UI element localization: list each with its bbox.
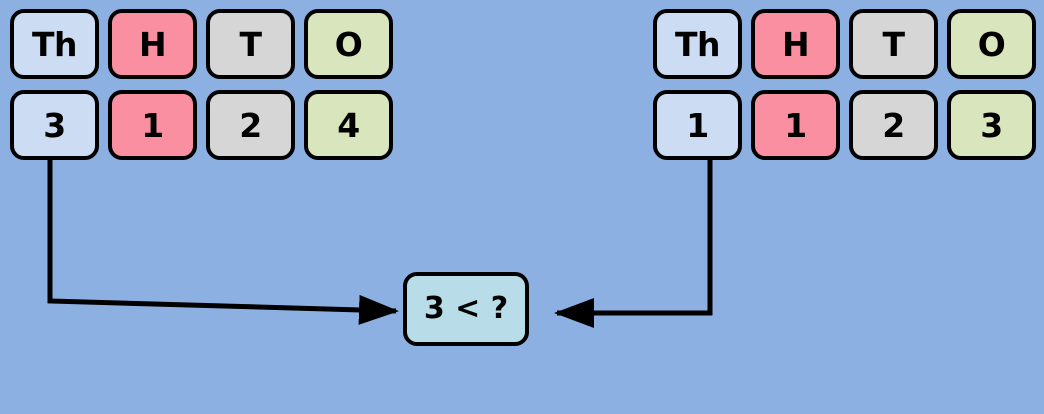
left-digit-hundreds[interactable]: 1 — [108, 90, 197, 160]
right-digit-ones[interactable]: 3 — [947, 90, 1036, 160]
right-to-compare-arrow — [554, 159, 713, 328]
left-header-ones[interactable]: O — [304, 9, 393, 79]
left-digit-tens[interactable]: 2 — [206, 90, 295, 160]
comparison-box[interactable]: 3 < ? — [403, 272, 529, 346]
left-digit-ones[interactable]: 4 — [304, 90, 393, 160]
left-header-tens[interactable]: T — [206, 9, 295, 79]
right-place-value-group: Th H T O 1 1 2 3 — [653, 9, 1036, 160]
right-header-row: Th H T O — [653, 9, 1036, 79]
right-digit-row: 1 1 2 3 — [653, 90, 1036, 160]
left-digit-row: 3 1 2 4 — [10, 90, 393, 160]
right-header-tens[interactable]: T — [849, 9, 938, 79]
right-header-thousands[interactable]: Th — [653, 9, 742, 79]
left-header-thousands[interactable]: Th — [10, 9, 99, 79]
left-to-compare-arrow — [47, 159, 399, 325]
left-header-hundreds[interactable]: H — [108, 9, 197, 79]
left-header-row: Th H T O — [10, 9, 393, 79]
right-header-ones[interactable]: O — [947, 9, 1036, 79]
left-place-value-group: Th H T O 3 1 2 4 — [10, 9, 393, 160]
right-digit-thousands[interactable]: 1 — [653, 90, 742, 160]
right-digit-hundreds[interactable]: 1 — [751, 90, 840, 160]
right-digit-tens[interactable]: 2 — [849, 90, 938, 160]
left-digit-thousands[interactable]: 3 — [10, 90, 99, 160]
right-header-hundreds[interactable]: H — [751, 9, 840, 79]
